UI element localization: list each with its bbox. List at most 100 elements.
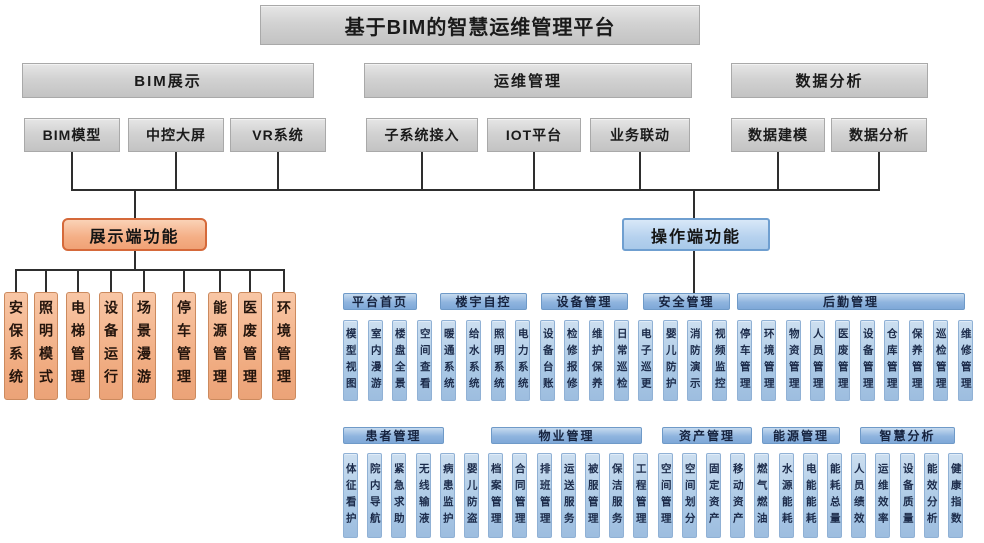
operation-row2-group-1-item-5: 保洁服务 xyxy=(609,453,624,538)
level3-box-1-label: 中控大屏 xyxy=(146,127,206,143)
connector-display-child-3 xyxy=(110,269,112,292)
operation-row1-group-4-item-5: 设备管理 xyxy=(860,320,875,401)
operation-row1-group-1-item-0: 暖通系统 xyxy=(441,320,456,401)
operation-row1-group-3-item-3-label: 视频监控 xyxy=(713,327,726,394)
display-child-7-label: 医废管理 xyxy=(242,300,258,392)
operation-row2-group-0-item-3-label: 无线输液 xyxy=(417,462,430,529)
connector-level3-2 xyxy=(277,152,279,191)
display-child-1: 照明模式 xyxy=(34,292,58,400)
display-child-0-label: 安保系统 xyxy=(8,300,24,392)
connector-display-spread xyxy=(15,269,285,271)
level2-box-1: 运维管理 xyxy=(364,63,692,98)
operation-row2-group-3-header: 能源管理 xyxy=(762,427,840,444)
operation-row1-group-4-item-4-label: 医废管理 xyxy=(836,327,849,394)
display-child-0: 安保系统 xyxy=(4,292,28,400)
operation-row1-group-0-item-3: 空间查看 xyxy=(417,320,432,401)
operation-row1-group-4-item-3-label: 人员管理 xyxy=(811,327,824,394)
operation-row1-group-0-header-label: 平台首页 xyxy=(351,295,408,309)
display-child-3: 设备运行 xyxy=(99,292,123,400)
operation-row2-group-1-item-4-label: 被服管理 xyxy=(586,462,599,529)
operation-row1-group-3-item-2-label: 消防演示 xyxy=(688,327,701,394)
display-child-4-label: 场景漫游 xyxy=(136,300,152,392)
operation-row1-group-0-item-1: 室内漫游 xyxy=(368,320,383,401)
connector-level3-5 xyxy=(639,152,641,191)
operation-row2-group-0-item-4: 病患监护 xyxy=(440,453,455,538)
operation-row1-group-4-item-4: 医废管理 xyxy=(835,320,850,401)
operation-row2-group-0-item-0-label: 体征看护 xyxy=(344,462,357,529)
operation-row2-group-0-item-5: 婴儿防盗 xyxy=(464,453,479,538)
operation-row1-group-1-header-label: 楼宇自控 xyxy=(455,295,512,309)
operation-row2-group-4-item-3: 能效分析 xyxy=(924,453,939,538)
operation-row2-group-3-item-2-label: 电能能耗 xyxy=(804,462,817,529)
operation-row1-group-0-item-2-label: 楼盘全景 xyxy=(393,327,406,394)
connector-level3-4 xyxy=(533,152,535,191)
display-child-3-label: 设备运行 xyxy=(103,300,119,392)
operation-row2-group-1-item-0-label: 档案管理 xyxy=(489,462,502,529)
operation-row1-group-3-item-0: 电子巡更 xyxy=(638,320,653,401)
connector-level3-3 xyxy=(421,152,423,191)
operation-row1-group-0-item-0-label: 模型视图 xyxy=(344,327,357,394)
operation-row2-group-4-header-label: 智慧分析 xyxy=(879,429,936,443)
operation-node-label: 操作端功能 xyxy=(650,228,741,246)
operation-row2-group-4-item-0-label: 人员绩效 xyxy=(852,462,865,529)
operation-row2-group-1-item-6-label: 工程管理 xyxy=(634,462,647,529)
operation-row1-group-2-item-3-label: 日常巡检 xyxy=(615,327,628,394)
connector-display-child-4 xyxy=(143,269,145,292)
connector-display-child-7 xyxy=(249,269,251,292)
operation-row1-group-0-item-2: 楼盘全景 xyxy=(392,320,407,401)
operation-row2-group-2-item-3: 移动资产 xyxy=(730,453,745,538)
operation-row1-group-4-item-1-label: 环境管理 xyxy=(762,327,775,394)
operation-row2-group-0-item-3: 无线输液 xyxy=(416,453,431,538)
operation-row1-group-0-item-1-label: 室内漫游 xyxy=(369,327,382,394)
operation-row2-group-2-header-label: 资产管理 xyxy=(678,429,735,443)
operation-row1-group-4-item-6-label: 仓库管理 xyxy=(885,327,898,394)
operation-row1-group-4-item-8: 巡检管理 xyxy=(933,320,948,401)
operation-row2-group-4-item-3-label: 能效分析 xyxy=(925,462,938,529)
connector-bus xyxy=(71,189,880,191)
level3-box-1: 中控大屏 xyxy=(128,118,224,152)
display-child-4: 场景漫游 xyxy=(132,292,156,400)
operation-row1-group-4-item-2: 物资管理 xyxy=(786,320,801,401)
operation-row1-group-3-item-3: 视频监控 xyxy=(712,320,727,401)
level3-box-7-label: 数据分析 xyxy=(849,127,909,143)
diagram-title: 基于BIM的智慧运维管理平台 xyxy=(260,5,700,45)
operation-row2-group-1-header-label: 物业管理 xyxy=(538,429,595,443)
display-child-6: 能源管理 xyxy=(208,292,232,400)
display-child-2: 电梯管理 xyxy=(66,292,90,400)
level3-box-4-label: IOT平台 xyxy=(505,127,563,143)
operation-row2-group-2-item-3-label: 移动资产 xyxy=(731,462,744,529)
operation-row2-group-4-header: 智慧分析 xyxy=(860,427,955,444)
operation-row1-group-2-item-2: 维护保养 xyxy=(589,320,604,401)
connector-display-child-0 xyxy=(15,269,17,292)
level3-box-6-label: 数据建模 xyxy=(748,127,808,143)
operation-row1-group-4-item-3: 人员管理 xyxy=(810,320,825,401)
display-child-6-label: 能源管理 xyxy=(212,300,228,392)
operation-row2-group-0-item-0: 体征看护 xyxy=(343,453,358,538)
diagram-title-label: 基于BIM的智慧运维管理平台 xyxy=(344,16,616,39)
display-child-5: 停车管理 xyxy=(172,292,196,400)
display-child-8: 环境管理 xyxy=(272,292,296,400)
operation-row2-group-1-item-5-label: 保洁服务 xyxy=(610,462,623,529)
display-child-1-label: 照明模式 xyxy=(38,300,54,392)
operation-row1-group-3-item-2: 消防演示 xyxy=(687,320,702,401)
operation-row1-group-4-header-label: 后勤管理 xyxy=(822,295,879,309)
operation-row1-group-3-item-0-label: 电子巡更 xyxy=(639,327,652,394)
operation-row1-group-1-item-1-label: 给水系统 xyxy=(467,327,480,394)
level2-box-1-label: 运维管理 xyxy=(493,73,562,90)
operation-row1-group-2-item-1: 检修报修 xyxy=(564,320,579,401)
operation-row1-group-4-item-7-label: 保养管理 xyxy=(910,327,923,394)
connector-display-child-1 xyxy=(45,269,47,292)
operation-row2-group-3-item-2: 电能能耗 xyxy=(803,453,818,538)
level3-box-0-label: BIM模型 xyxy=(42,127,102,143)
connector-operation-stem xyxy=(693,251,695,293)
operation-row2-group-1-item-1: 合同管理 xyxy=(512,453,527,538)
connector-level3-6 xyxy=(777,152,779,191)
operation-row1-group-1-item-1: 给水系统 xyxy=(466,320,481,401)
operation-row1-group-1-item-3: 电力系统 xyxy=(515,320,530,401)
operation-row1-group-4-item-6: 仓库管理 xyxy=(884,320,899,401)
operation-row2-group-4-item-1-label: 运维效率 xyxy=(876,462,889,529)
operation-row1-group-1-item-2: 照明系统 xyxy=(491,320,506,401)
operation-row2-group-0-item-2-label: 紧急求助 xyxy=(392,462,405,529)
operation-row2-group-2-header: 资产管理 xyxy=(662,427,752,444)
level2-box-2: 数据分析 xyxy=(731,63,928,98)
